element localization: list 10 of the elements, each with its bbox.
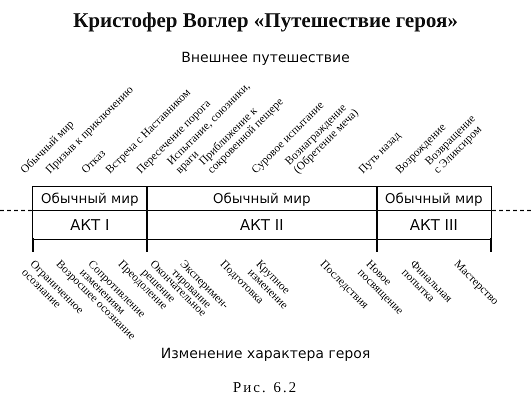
title: Кристофер Воглер «Путешествие героя» [72, 8, 459, 33]
section-heading: Изменение характера героя [160, 346, 372, 362]
act-cell: АКТ I [32, 210, 148, 240]
world-header-cell: Обычный мир [32, 186, 148, 211]
world-header-cell: Обычный мир [146, 186, 378, 211]
world-header-cell: Обычный мир [376, 186, 492, 211]
act-cell: АКТ II [146, 210, 378, 240]
figure-caption: Рис. 6.2 [232, 380, 300, 397]
section-heading: Внешнее путешествие [180, 50, 351, 66]
act-cell: АКТ III [376, 210, 492, 240]
